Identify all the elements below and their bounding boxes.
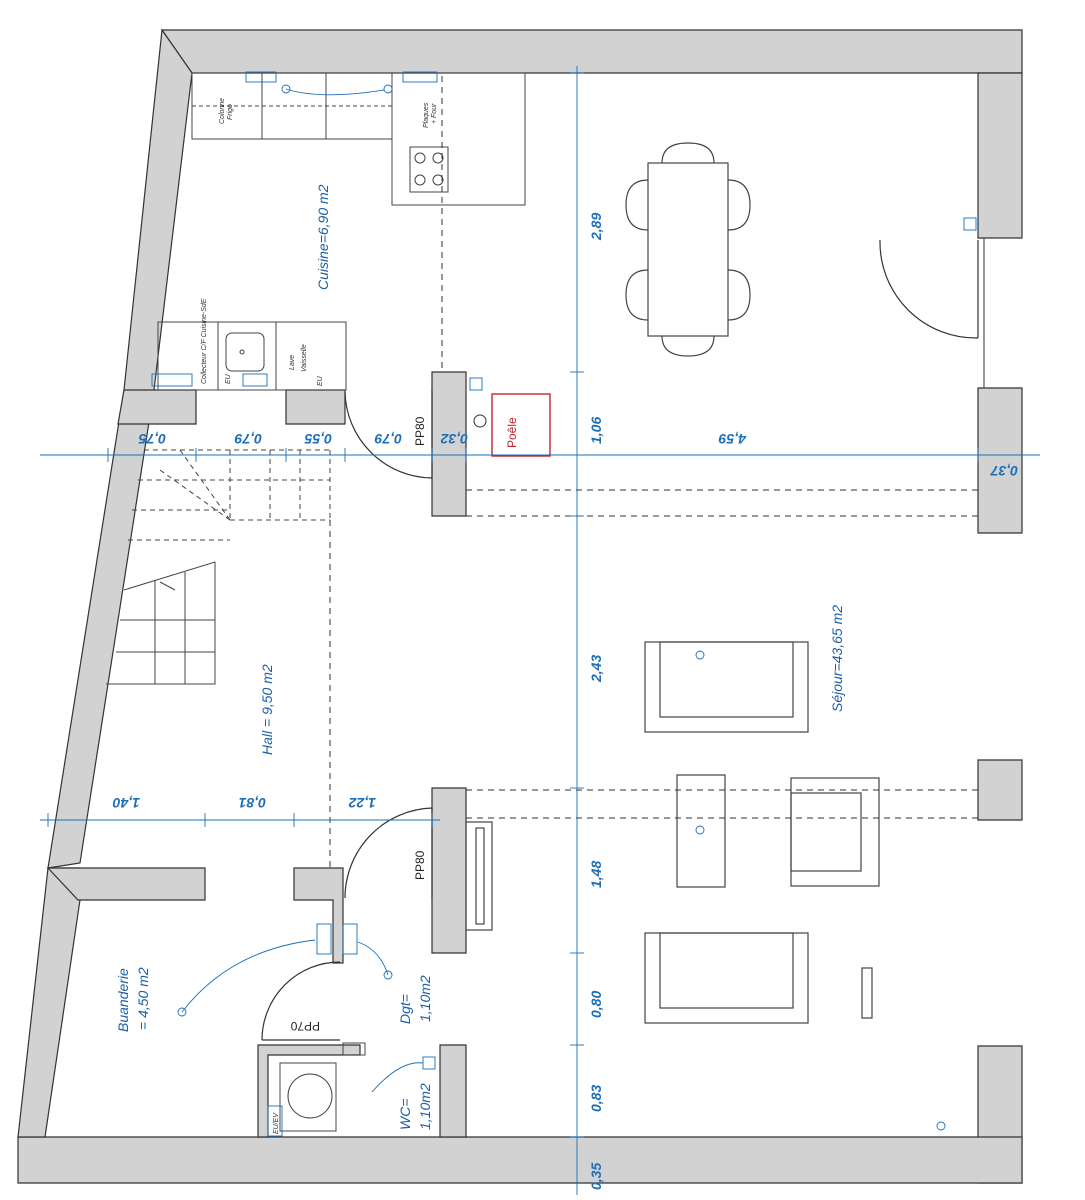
wall-left-lower [17,867,81,1138]
kitchen-furniture [157,72,526,391]
dim-h-037: 0,37 [990,463,1018,479]
room-wc-line1: WC= [397,1099,413,1131]
wall-wc [257,1044,361,1138]
door-pp70 [261,961,341,1041]
door-labels: PP80 PP80 PP70 [290,416,427,1033]
wall-center-2 [431,787,467,954]
wall-right-1 [977,72,1023,239]
living-furniture [465,641,880,1024]
doors [261,238,985,1041]
label-colonne-1: Colonne [219,98,226,124]
wall-right-2 [977,387,1023,534]
outlet-symbols [151,71,977,1137]
room-buanderie-line2: = 4,50 m2 [135,967,151,1030]
dim-v-243: 2,43 [588,655,604,683]
room-wc-line2: 1,10m2 [417,1083,433,1130]
poele-label: Poêle [505,417,519,448]
wall-top [160,29,1023,74]
label-lave-1: Lave [289,355,296,370]
poele: Poêle [473,393,551,457]
room-cuisine: Cuisine=6,90 m2 [315,184,331,290]
fixture-labels: Colonne Frigo Plaques + Four Collecteur … [201,98,438,1134]
door-label-pp80-bottom: PP80 [413,850,427,880]
label-eu-2: EU [317,375,324,386]
dim-v-080: 0,80 [588,991,604,1018]
wall-left-upper [47,28,193,869]
label-lave-2: Vaisselle [301,344,308,372]
dimension-texts: 2,89 1,06 2,43 1,48 0,80 0,83 0,35 0,75 … [113,213,1018,1190]
dim-h-459: 4,59 [719,431,747,447]
door-label-pp80-top: PP80 [413,416,427,446]
label-plaques-2: + Four [431,103,438,124]
wc-fixtures [279,1042,366,1132]
wall-center-3 [439,1044,467,1138]
room-buanderie-line1: Buanderie [115,968,131,1032]
room-sejour: Séjour=43,65 m2 [829,605,845,712]
door-label-pp70: PP70 [290,1019,320,1033]
dim-h-055: 0,55 [305,431,332,447]
dim-h-081: 0,81 [239,795,266,811]
dim-h-079a: 0,79 [235,431,262,447]
poele-flue [473,414,487,428]
wall-kitchen-hall [117,389,197,425]
dim-h-140: 1,40 [113,795,140,811]
dim-v-106: 1,06 [588,417,604,444]
dim-h-122: 1,22 [349,795,376,811]
room-labels: Cuisine=6,90 m2 Séjour=43,65 m2 Hall = 9… [115,184,845,1130]
wall-kitchen-hall-2 [285,389,346,425]
dimension-lines [40,66,1040,1195]
dining-table [625,142,751,357]
room-dgt-line1: Dgt= [397,994,413,1024]
dim-v-035: 0,35 [588,1163,604,1190]
walls [17,28,1023,1184]
room-hall: Hall = 9,50 m2 [259,664,275,755]
door-pp80-bottom [344,807,433,899]
label-plaques-1: Plaques [423,102,430,128]
stairs [106,449,331,685]
dim-v-289: 2,89 [588,213,604,241]
wall-bottom [17,1136,1023,1184]
wall-right-3 [977,759,1023,821]
poele-box [491,393,551,457]
dim-h-075: 0,75 [139,431,166,447]
wall-buanderie-top-1 [46,867,206,901]
door-pp80-top [344,391,433,479]
label-colonne-2: Frigo [227,104,234,120]
room-dgt-line2: 1,10m2 [417,975,433,1022]
label-collecteur: Collecteur C/F Cuisine-SdE [201,298,208,384]
door-entry [879,239,979,339]
wall-buanderie-top-2 [293,867,344,964]
guide-lines [329,76,980,868]
dim-v-083: 0,83 [588,1085,604,1112]
label-euev: EU/EV [273,1112,280,1134]
dim-h-032: 0,32 [441,431,468,447]
dim-h-079b: 0,79 [375,431,402,447]
label-eu-1: EU [225,373,232,384]
dim-v-148: 1,48 [588,861,604,888]
